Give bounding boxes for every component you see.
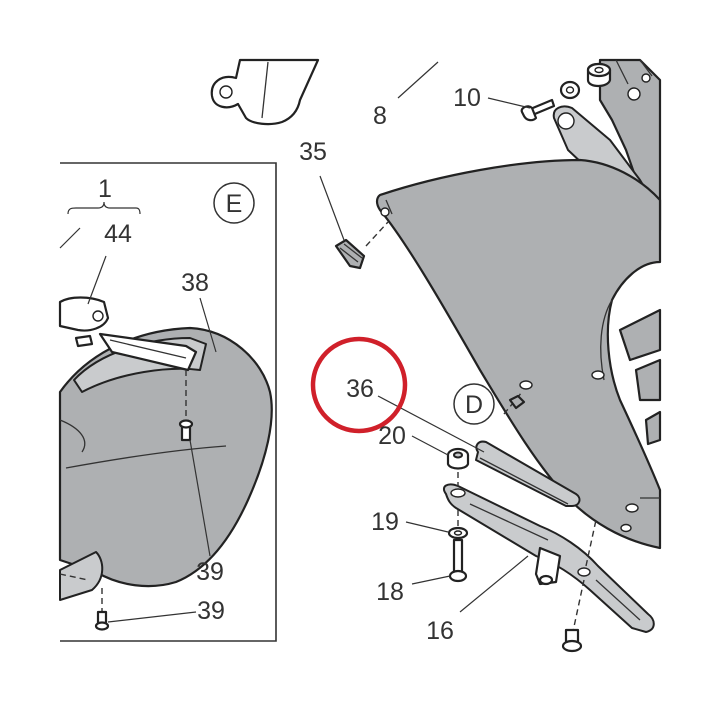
bolt-lower-right bbox=[561, 628, 583, 653]
label-part-20: 20 bbox=[378, 422, 406, 450]
label-part-1: 1 bbox=[98, 175, 112, 203]
detail-marker-e: E bbox=[213, 182, 255, 224]
washer-part-19 bbox=[447, 526, 469, 540]
bolt-near-detail-d bbox=[508, 394, 526, 410]
detail-marker-d: D bbox=[453, 383, 495, 425]
highlight-ring bbox=[310, 336, 408, 434]
assembly-line-lower-right bbox=[571, 519, 597, 637]
bolt-part-20 bbox=[446, 447, 470, 470]
label-part-39-upper: 39 bbox=[196, 558, 224, 586]
label-part-18: 18 bbox=[376, 578, 404, 606]
label-part-38: 38 bbox=[181, 269, 209, 297]
label-part-16: 16 bbox=[426, 617, 454, 645]
svg-text:D: D bbox=[465, 391, 483, 419]
main-fairing-panel bbox=[375, 158, 662, 550]
detail-e-inset bbox=[58, 162, 277, 642]
rubber-strip-part-36 bbox=[475, 440, 581, 507]
label-part-44: 44 bbox=[104, 220, 132, 248]
svg-text:E: E bbox=[226, 190, 243, 218]
label-part-10: 10 bbox=[453, 84, 481, 112]
clip-part-35 bbox=[334, 238, 366, 270]
washer-and-spacer bbox=[559, 62, 612, 100]
bolt-part-10 bbox=[520, 98, 556, 122]
label-part-8: 8 bbox=[373, 102, 387, 130]
label-part-36: 36 bbox=[346, 375, 374, 403]
upper-bracket-part bbox=[210, 58, 320, 126]
bolt-part-18 bbox=[448, 538, 468, 583]
label-part-19: 19 bbox=[371, 508, 399, 536]
label-part-35: 35 bbox=[299, 138, 327, 166]
label-part-39-lower: 39 bbox=[197, 597, 225, 625]
leader-lines bbox=[59, 61, 531, 623]
assembly-line-35 bbox=[365, 221, 389, 247]
